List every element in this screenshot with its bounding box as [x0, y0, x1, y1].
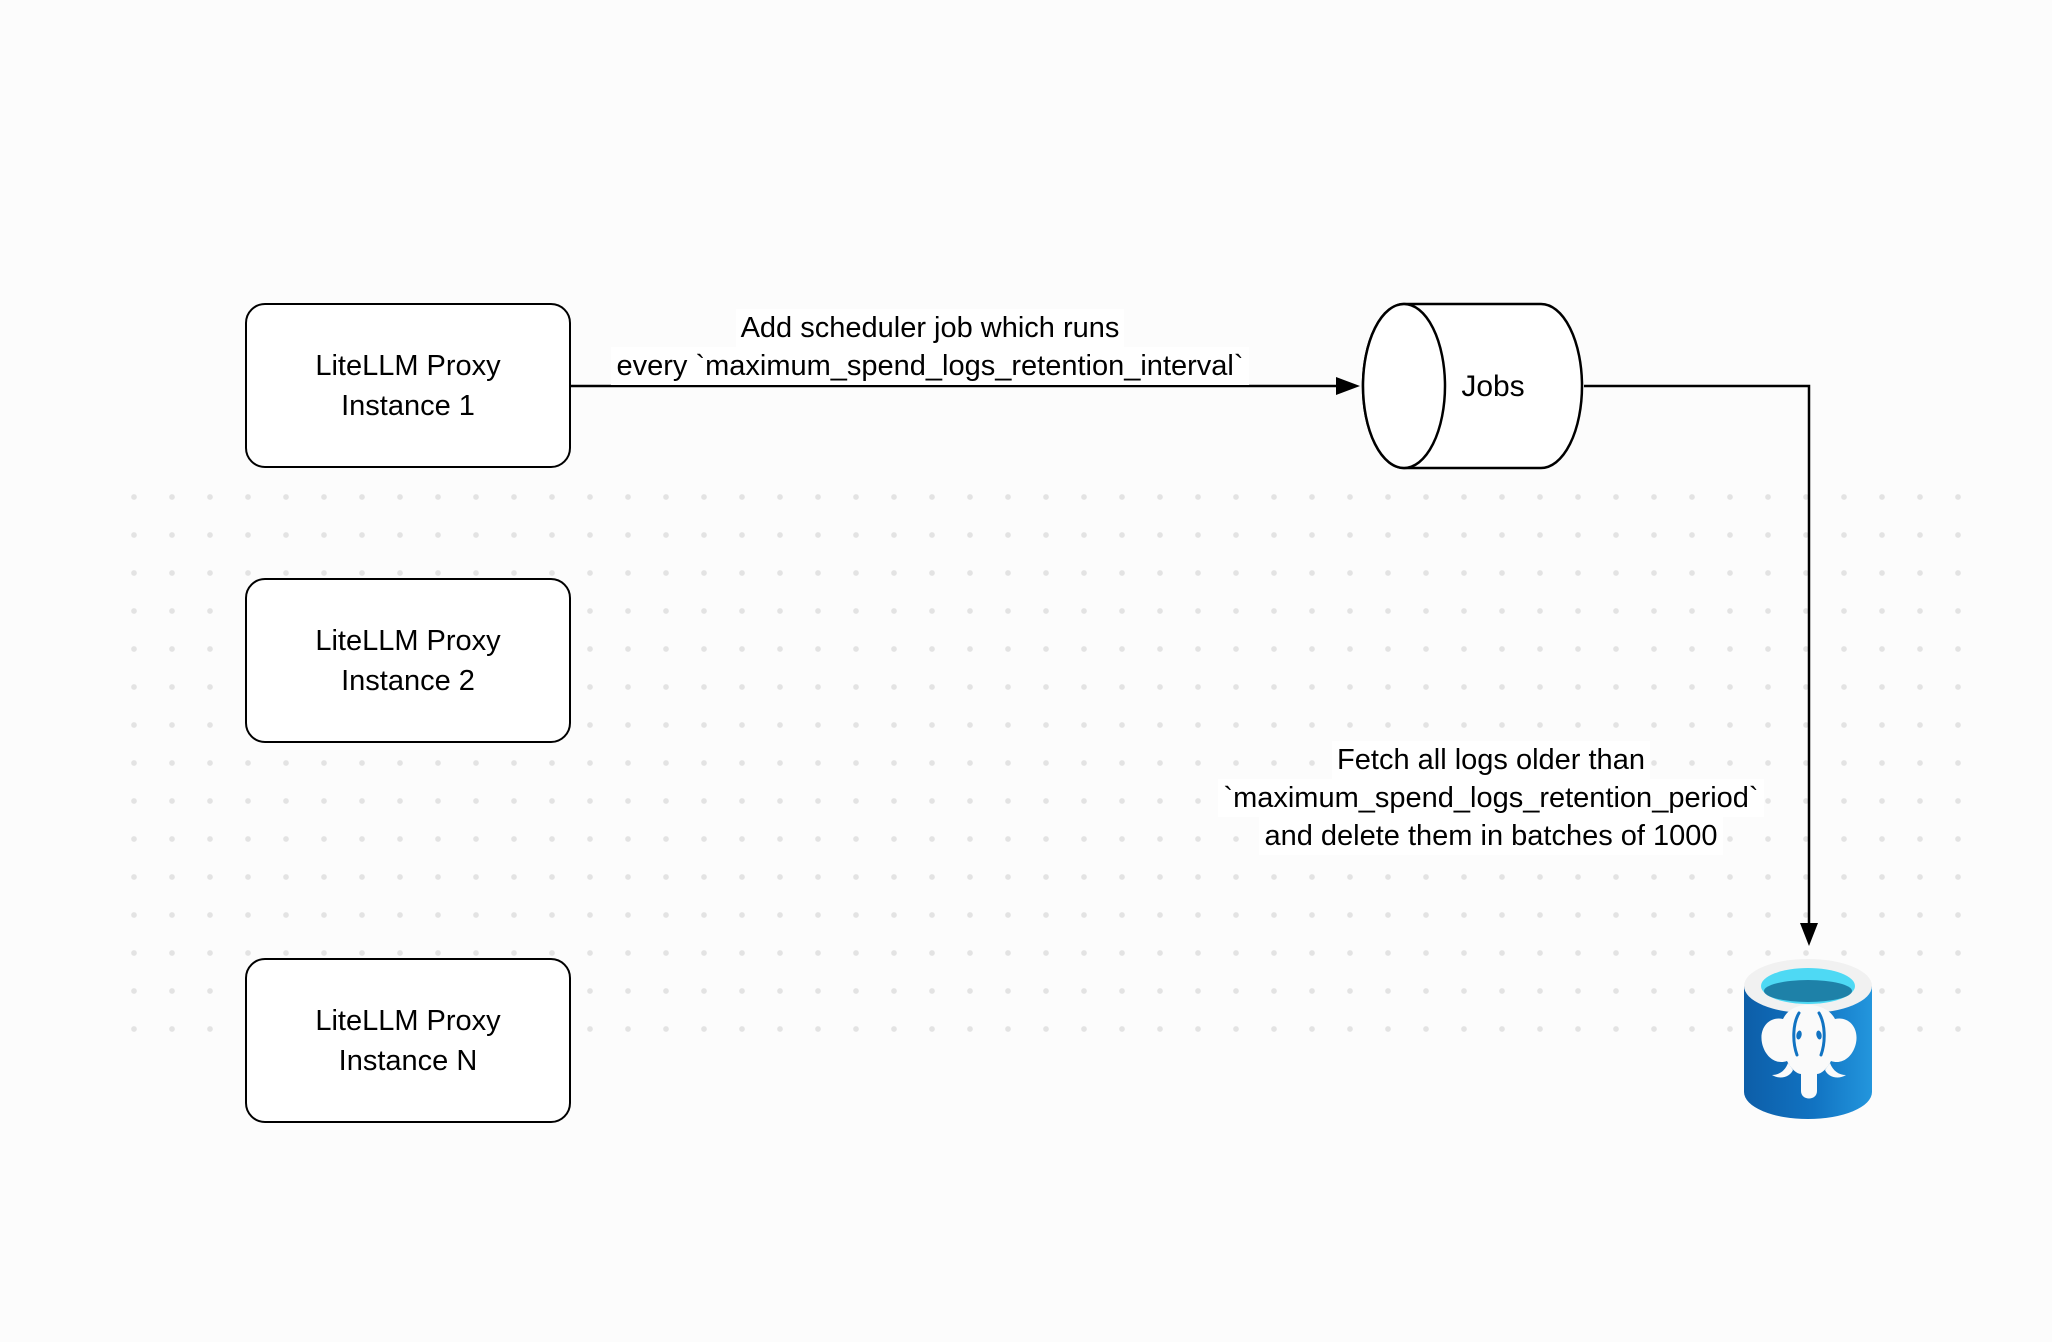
node-label: Instance 2	[341, 664, 475, 697]
edge-label-line: `maximum_spend_logs_retention_period`	[1218, 779, 1764, 817]
edge-label-line: Add scheduler job which runs	[735, 309, 1125, 347]
postgres-elephant-icon	[1761, 1005, 1857, 1099]
arrowhead-right-icon	[1336, 377, 1360, 395]
dot-grid-background	[115, 478, 1977, 1048]
database-cylinder-water	[1764, 980, 1852, 1002]
edge-label-line: and delete them in batches of 1000	[1259, 817, 1723, 855]
edge-label-fetch-delete: Fetch all logs older than `maximum_spend…	[1161, 741, 1821, 855]
node-label: LiteLLM Proxy	[315, 624, 501, 657]
postgresql-database-icon	[1744, 959, 1872, 1119]
node-label: Instance 1	[341, 389, 475, 422]
node-label: Instance N	[338, 1044, 478, 1077]
node-litellm-proxy-instance-2: LiteLLM Proxy Instance 2	[245, 578, 571, 743]
node-litellm-proxy-instance-n: LiteLLM Proxy Instance N	[245, 958, 571, 1123]
node-label: LiteLLM Proxy	[315, 1004, 501, 1037]
node-litellm-proxy-instance-1: LiteLLM Proxy Instance 1	[245, 303, 571, 468]
edge-label-schedule-job: Add scheduler job which runs every `maxi…	[580, 309, 1280, 385]
edge-label-line: Fetch all logs older than	[1332, 741, 1650, 779]
edge-proxy1-to-jobs	[571, 377, 1360, 395]
node-label: LiteLLM Proxy	[315, 349, 501, 382]
jobs-queue-icon	[1361, 302, 1584, 470]
edge-label-line: every `maximum_spend_logs_retention_inte…	[611, 347, 1249, 385]
edge-jobs-to-postgres	[1584, 384, 1818, 946]
jobs-queue-label: Jobs	[1461, 370, 1525, 403]
arrowhead-down-icon	[1800, 923, 1818, 946]
